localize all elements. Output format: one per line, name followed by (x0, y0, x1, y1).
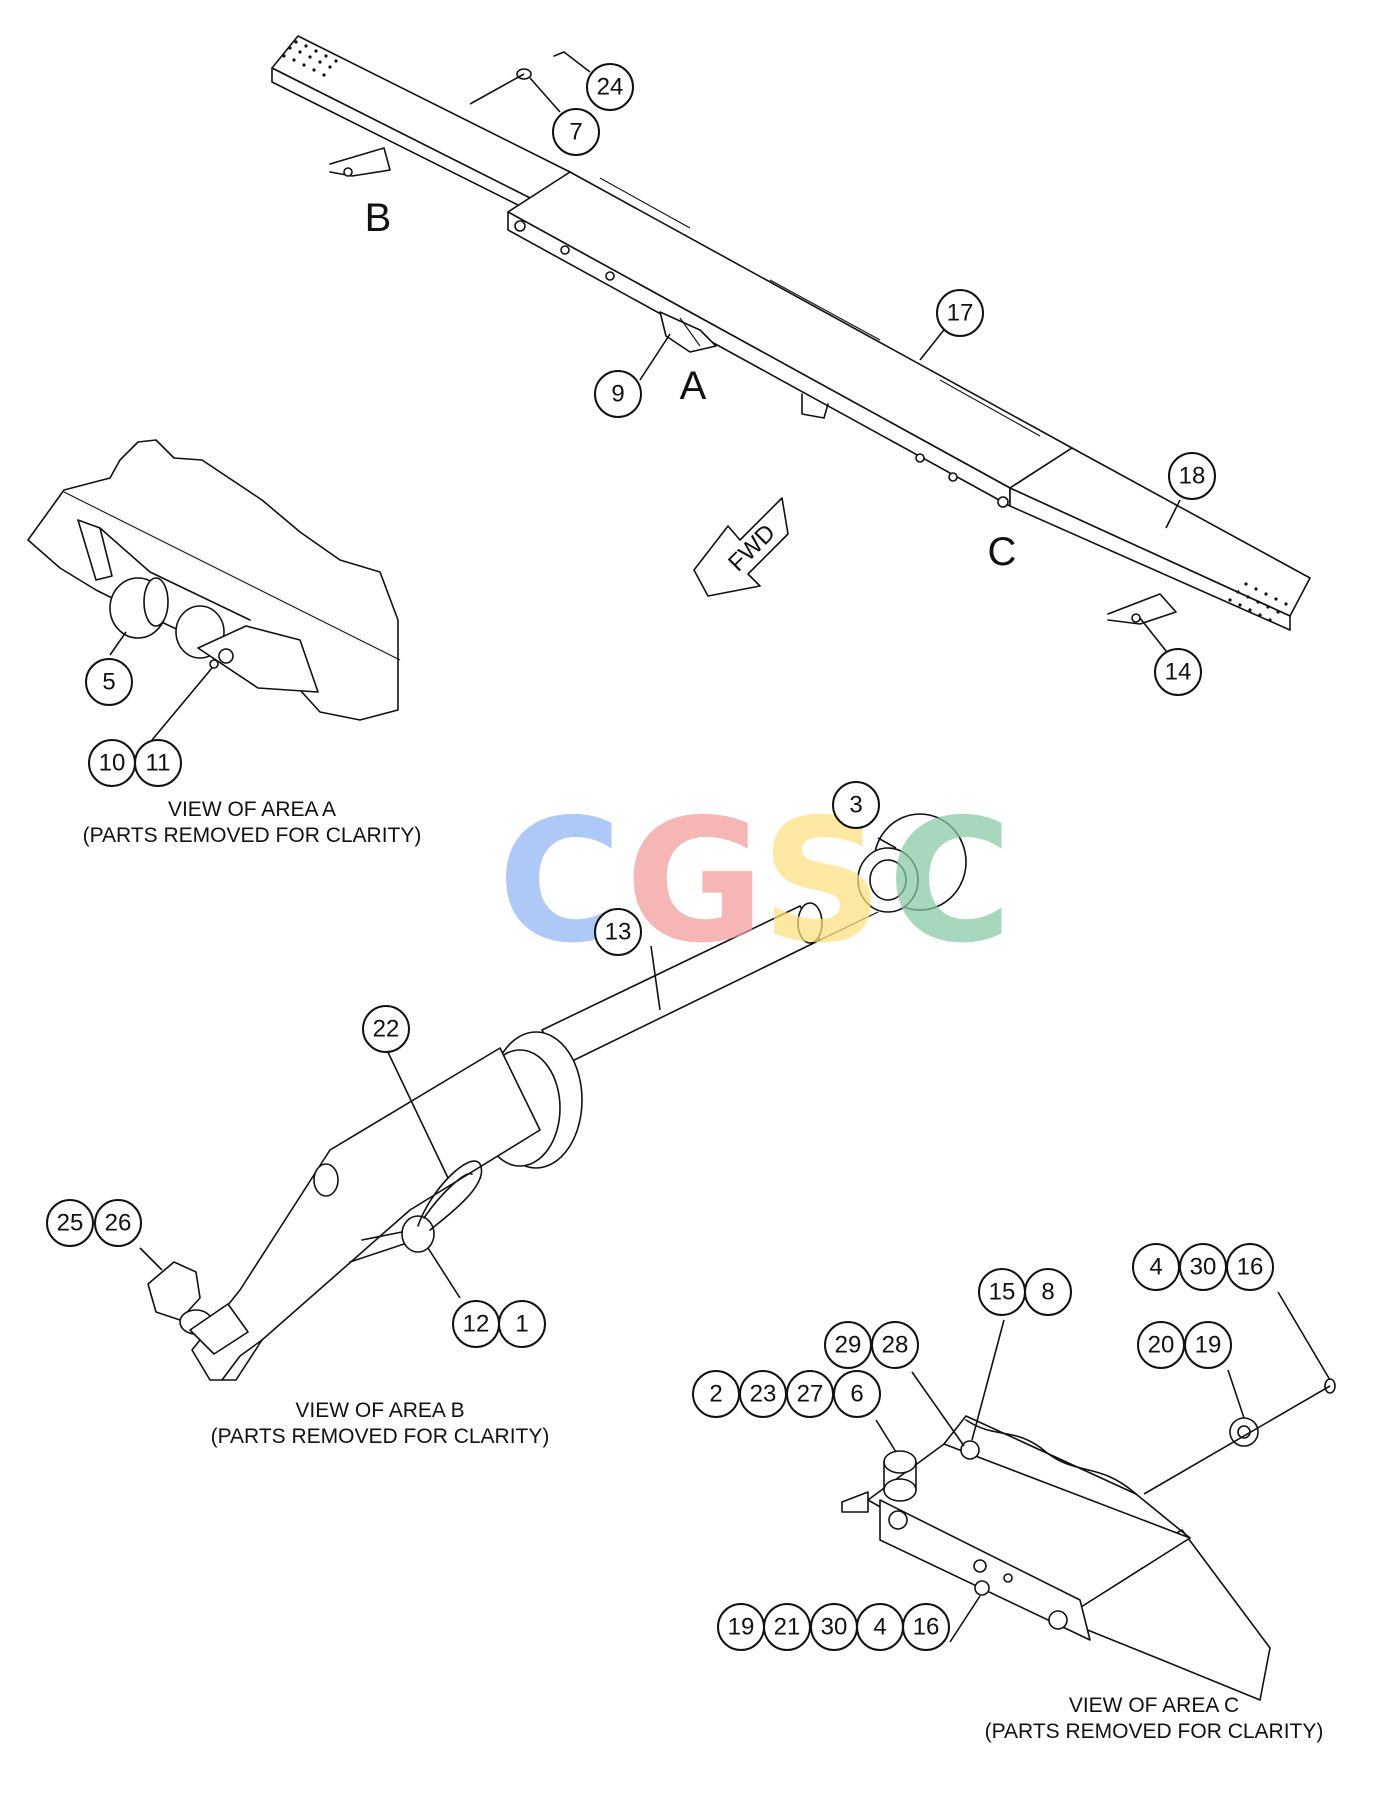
svg-text:4: 4 (873, 1614, 886, 1641)
svg-text:15: 15 (989, 1279, 1016, 1306)
svg-text:19: 19 (728, 1614, 755, 1641)
svg-text:7: 7 (569, 119, 582, 146)
callout-11: 11 (134, 739, 182, 787)
caption-area-c-line1: VIEW OF AREA C (1069, 1694, 1239, 1717)
callout-2: 2 (692, 1370, 740, 1418)
callout-1: 1 (498, 1300, 546, 1348)
svg-text:25: 25 (57, 1210, 84, 1237)
svg-text:13: 13 (605, 919, 632, 946)
callout-4-top: 4 (1132, 1243, 1180, 1291)
watermark-letter-1: C (498, 783, 623, 981)
watermark-letter-4: C (888, 783, 1013, 981)
svg-text:14: 14 (1165, 659, 1192, 686)
svg-text:10: 10 (99, 750, 126, 777)
svg-text:16: 16 (1237, 1254, 1264, 1281)
callout-3: 3 (832, 781, 880, 829)
callout-14: 14 (1154, 648, 1202, 696)
callout-19-top: 19 (1184, 1321, 1232, 1369)
svg-text:12: 12 (463, 1311, 490, 1338)
caption-area-c-line2: (PARTS REMOVED FOR CLARITY) (985, 1720, 1324, 1743)
callout-4-bottom: 4 (856, 1603, 904, 1651)
svg-text:9: 9 (611, 381, 624, 408)
callout-24: 24 (586, 63, 634, 111)
main-step-assembly (271, 35, 1311, 631)
area-letter-b: B (365, 196, 392, 240)
svg-text:6: 6 (850, 1381, 863, 1408)
callout-25: 25 (46, 1199, 94, 1247)
svg-text:27: 27 (797, 1381, 824, 1408)
callout-20: 20 (1137, 1321, 1185, 1369)
callout-13: 13 (594, 908, 642, 956)
caption-area-a-line2: (PARTS REMOVED FOR CLARITY) (83, 824, 422, 847)
svg-text:2: 2 (709, 1381, 722, 1408)
area-letter-c: C (988, 530, 1017, 574)
svg-text:23: 23 (750, 1381, 777, 1408)
left-step-tread (282, 40, 338, 77)
svg-text:29: 29 (835, 1332, 862, 1359)
callout-17: 17 (936, 289, 984, 337)
svg-text:20: 20 (1148, 1332, 1175, 1359)
callout-16-bottom: 16 (902, 1603, 950, 1651)
svg-text:3: 3 (849, 792, 862, 819)
callout-18: 18 (1168, 452, 1216, 500)
view-area-b (147, 813, 967, 1381)
callout-29: 29 (824, 1321, 872, 1369)
callout-22: 22 (362, 1005, 410, 1053)
callout-30-top: 30 (1179, 1243, 1227, 1291)
callout-19-bottom: 19 (717, 1603, 765, 1651)
watermark-logo: C G S C (498, 783, 1013, 981)
svg-text:8: 8 (1041, 1279, 1054, 1306)
svg-text:19: 19 (1195, 1332, 1222, 1359)
callout-9: 9 (594, 370, 642, 418)
svg-text:11: 11 (146, 750, 171, 777)
caption-area-b-line2: (PARTS REMOVED FOR CLARITY) (211, 1425, 550, 1448)
right-step-tread (1228, 582, 1288, 622)
callout-26: 26 (94, 1199, 142, 1247)
callout-6: 6 (833, 1370, 881, 1418)
svg-text:30: 30 (1190, 1254, 1217, 1281)
svg-text:26: 26 (105, 1210, 132, 1237)
forward-arrow-icon: FWD (693, 497, 789, 597)
callout-30-bottom: 30 (810, 1603, 858, 1651)
caption-area-b-line1: VIEW OF AREA B (295, 1399, 464, 1422)
svg-text:18: 18 (1179, 463, 1206, 490)
svg-text:30: 30 (821, 1614, 848, 1641)
caption-area-a-line1: VIEW OF AREA A (168, 798, 336, 821)
svg-text:28: 28 (882, 1332, 909, 1359)
view-area-c (841, 1378, 1336, 1701)
callout-16-top: 16 (1226, 1243, 1274, 1291)
svg-text:16: 16 (913, 1614, 940, 1641)
svg-text:21: 21 (774, 1614, 801, 1641)
callout-7: 7 (552, 108, 600, 156)
svg-text:5: 5 (102, 669, 115, 696)
callout-15: 15 (978, 1268, 1026, 1316)
callout-10: 10 (88, 739, 136, 787)
callout-12: 12 (452, 1300, 500, 1348)
callout-8: 8 (1024, 1268, 1072, 1316)
watermark-letter-2: G (625, 783, 765, 981)
svg-text:1: 1 (515, 1311, 528, 1338)
callout-28: 28 (871, 1321, 919, 1369)
callout-5: 5 (85, 658, 133, 706)
callout-27: 27 (786, 1370, 834, 1418)
callout-21: 21 (763, 1603, 811, 1651)
svg-text:17: 17 (947, 300, 974, 327)
svg-text:24: 24 (597, 74, 624, 101)
view-area-a (27, 439, 401, 721)
svg-text:22: 22 (373, 1016, 400, 1043)
svg-text:4: 4 (1149, 1254, 1162, 1281)
area-letter-a: A (680, 364, 707, 408)
callout-23: 23 (739, 1370, 787, 1418)
